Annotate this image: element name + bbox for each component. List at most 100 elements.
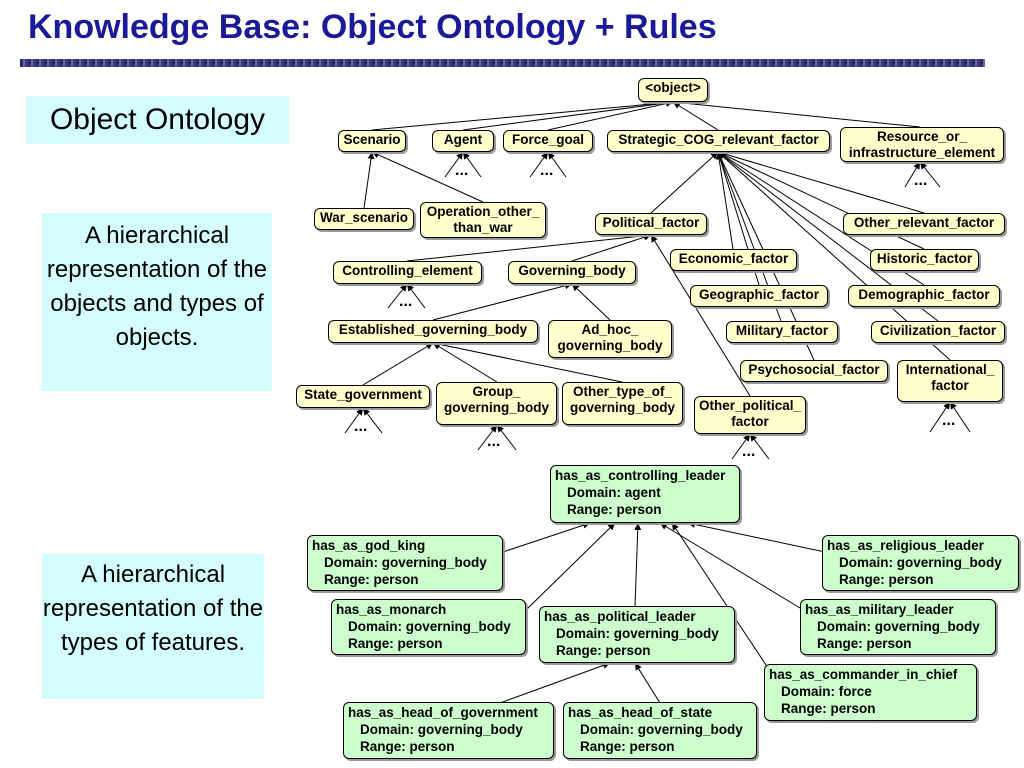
node-resource-line2: infrastructure_element [848,145,996,160]
feature-range: Range: person [360,739,455,754]
node-controlling-element: Controlling_element [333,261,482,284]
node-ad-hoc-line2: governing_body [557,338,663,353]
node-psychosocial-factor: Psychosocial_factor [740,360,888,382]
feature-controlling-leader: has_as_controlling_leader Domain: agent … [550,465,740,523]
feature-name: has_as_head_of_state [568,705,713,720]
ellipsis-international-factor: ... [942,412,956,429]
feature-name: has_as_monarch [336,602,447,617]
node-military-factor: Military_factor [726,321,838,343]
page-title: Knowledge Base: Object Ontology + Rules [28,8,717,46]
node-economic-factor-label: Economic_factor [678,251,789,266]
node-other-type-line1: Other_type_of_ [572,384,673,399]
node-historic-factor: Historic_factor [870,249,979,271]
feature-commander-in-chief: has_as_commander_in_chief Domain: force … [764,664,977,721]
feature-name: has_as_military_leader [805,602,954,617]
feature-religious-leader: has_as_religious_leader Domain: governin… [822,535,1019,591]
feature-name: has_as_religious_leader [827,538,984,553]
feature-domain: Domain: governing_body [580,722,743,737]
node-agent: Agent [432,130,494,152]
feature-range: Range: person [781,701,876,716]
object-ontology-label: Object Ontology [26,96,289,144]
node-group-governing-body: Group_governing_body [436,382,557,425]
ellipsis-controlling-element: ... [399,293,413,310]
node-geographic-factor-label: Geographic_factor [698,287,820,302]
node-psychosocial-factor-label: Psychosocial_factor [748,362,880,377]
node-other-relevant-factor: Other_relevant_factor [843,213,1005,235]
node-political-factor-label: Political_factor [602,215,700,230]
node-war-scenario: War_scenario [314,208,414,230]
feature-god-king: has_as_god_king Domain: governing_body R… [307,535,503,591]
feature-range: Range: person [567,502,662,517]
node-scenario: Scenario [338,130,406,152]
node-established-governing-body: Established_governing_body [328,320,538,343]
node-operation-other-than-war: Operation_other_than_war [420,202,546,238]
node-scenario-label: Scenario [343,132,401,147]
node-other-political-line2: factor [731,414,769,429]
feature-name: has_as_god_king [312,538,426,553]
feature-head-of-government: has_as_head_of_government Domain: govern… [343,702,554,759]
node-historic-factor-label: Historic_factor [876,251,973,266]
node-force-goal-label: Force_goal [511,132,585,147]
node-strategic-cog-label: Strategic_COG_relevant_factor [618,132,819,147]
node-state-government-label: State_government [304,387,422,402]
feature-range: Range: person [324,572,419,587]
node-international-line2: factor [931,378,969,393]
node-civilization-factor-label: Civilization_factor [879,323,997,338]
node-war-scenario-label: War_scenario [319,210,409,225]
feature-range: Range: person [817,636,912,651]
node-controlling-element-label: Controlling_element [342,263,473,278]
node-other-type-governing-body: Other_type_of_governing_body [562,382,683,425]
node-other-type-line2: governing_body [569,400,675,415]
node-governing-body-label: Governing_body [518,263,626,278]
node-established-governing-body-label: Established_governing_body [338,322,528,337]
node-group-line1: Group_ [472,384,521,399]
feature-domain: Domain: governing_body [348,619,511,634]
ellipsis-state-government: ... [354,418,368,435]
node-operation-line1: Operation_other_ [426,204,540,219]
node-demographic-factor-label: Demographic_factor [858,287,990,302]
objects-description: A hierarchical representation of the obj… [42,213,272,391]
node-state-government: State_government [296,385,430,408]
ellipsis-other-political-factor: ... [742,443,756,460]
node-international-factor: International_factor [897,360,1003,402]
node-ad-hoc-governing-body: Ad_hoc_governing_body [548,320,672,358]
node-agent-label: Agent [443,132,483,147]
node-force-goal: Force_goal [503,130,593,152]
feature-domain: Domain: governing_body [556,626,719,641]
feature-monarch: has_as_monarch Domain: governing_body Ra… [331,599,526,655]
feature-range: Range: person [556,643,651,658]
node-ad-hoc-line1: Ad_hoc_ [581,322,639,337]
feature-head-of-state: has_as_head_of_state Domain: governing_b… [563,702,757,759]
feature-domain: Domain: force [781,684,872,699]
node-geographic-factor: Geographic_factor [690,285,828,307]
ellipsis-force-goal: ... [540,162,554,179]
ellipsis-group-governing-body: ... [487,433,501,450]
node-governing-body: Governing_body [508,261,636,284]
node-international-line1: International_ [905,362,995,377]
node-economic-factor: Economic_factor [670,249,797,271]
ellipsis-agent: ... [455,162,469,179]
node-object: <object> [638,78,708,102]
node-strategic-cog: Strategic_COG_relevant_factor [607,130,830,152]
feature-domain: Domain: governing_body [360,722,523,737]
node-group-line2: governing_body [443,400,549,415]
node-resource-infrastructure: Resource_or_infrastructure_element [840,127,1004,162]
feature-name: has_as_head_of_government [348,705,538,720]
feature-domain: Domain: agent [567,485,661,500]
node-resource-line1: Resource_or_ [876,129,968,144]
ellipsis-resource: ... [914,172,928,189]
feature-range: Range: person [348,636,443,651]
feature-name: has_as_political_leader [544,609,696,624]
node-other-political-line1: Other_political_ [699,398,802,413]
feature-military-leader: has_as_military_leader Domain: governing… [800,599,996,655]
feature-political-leader: has_as_political_leader Domain: governin… [539,606,735,663]
node-demographic-factor: Demographic_factor [848,285,1000,307]
node-political-factor: Political_factor [595,213,707,235]
feature-domain: Domain: governing_body [324,555,487,570]
node-operation-line2: than_war [453,220,513,235]
node-other-relevant-factor-label: Other_relevant_factor [853,215,995,230]
features-description: A hierarchical representation of the typ… [42,554,264,699]
feature-name: has_as_commander_in_chief [769,667,958,682]
feature-range: Range: person [580,739,675,754]
